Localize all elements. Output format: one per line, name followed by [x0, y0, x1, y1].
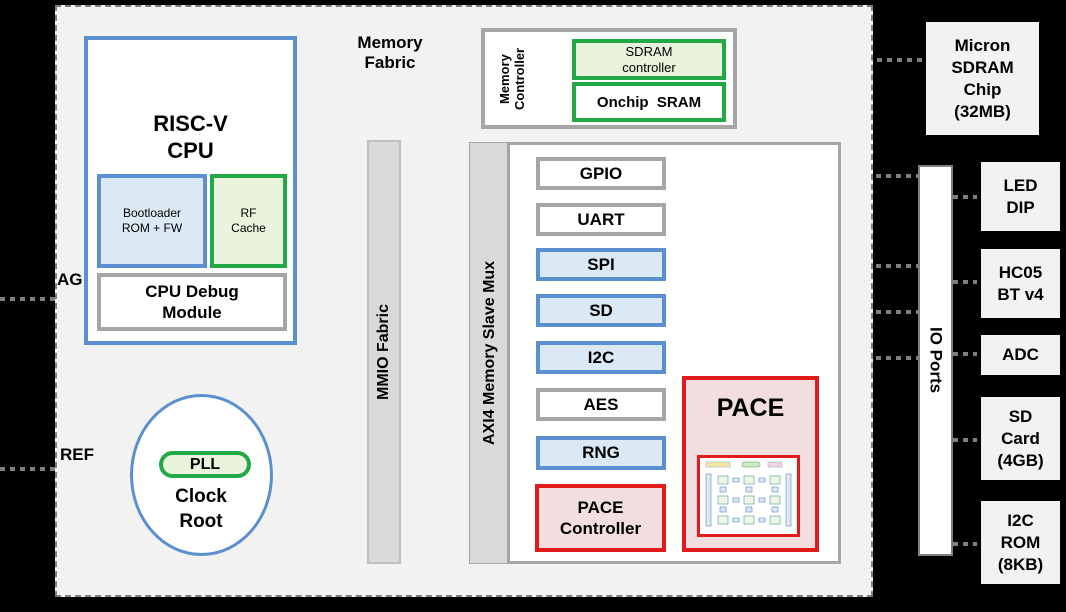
peripheral-rng: RNG — [536, 436, 666, 470]
cpu-title: RISC-V CPU — [153, 111, 228, 163]
ext-led-dip: LED DIP — [977, 158, 1064, 235]
pace-array-thumbnail — [697, 455, 800, 537]
mmio-fabric-label: MMIO Fabric — [375, 304, 392, 401]
ext-sd-card: SD Card (4GB) — [977, 393, 1064, 484]
ext-sdram-chip: Micron SDRAM Chip (32MB) — [922, 18, 1043, 139]
ext-hc05-bt: HC05 BT v4 — [977, 245, 1064, 322]
peripheral-aes: AES — [536, 388, 666, 421]
pll-block: PLL — [159, 451, 251, 478]
mmio-fabric-bar — [367, 140, 401, 564]
cpu-debug-module: CPU Debug Module — [97, 273, 287, 331]
clock-root-label: Clock Root — [175, 486, 227, 532]
axi-mux-label: AXI4 Memory Slave Mux — [481, 260, 498, 446]
pace-title: PACE — [716, 394, 785, 422]
bootloader-rom: Bootloader ROM + FW — [97, 174, 207, 268]
jtag-label: AG — [57, 270, 83, 289]
peripheral-sd: SD — [536, 294, 666, 327]
memory-fabric-label: Memory Fabric — [357, 33, 423, 72]
ext-adc: ADC — [977, 331, 1064, 379]
io-ports-label: IO Ports — [926, 327, 946, 394]
peripheral-uart: UART — [536, 203, 666, 236]
rf-cache: RF Cache — [210, 174, 287, 268]
ref-label: REF — [60, 445, 94, 464]
peripheral-i2c: I2C — [536, 341, 666, 374]
sdram-controller: SDRAM controller — [572, 39, 726, 80]
memory-controller-label: Memory Controller — [497, 47, 527, 111]
peripheral-gpio: GPIO — [536, 157, 666, 190]
io-ports-bar — [918, 165, 953, 556]
ext-i2c-rom: I2C ROM (8KB) — [977, 497, 1064, 588]
peripheral-spi: SPI — [536, 248, 666, 281]
axi-mux-bar — [470, 143, 510, 563]
pace-array-graphic — [705, 461, 792, 527]
pace-controller: PACE Controller — [535, 484, 666, 552]
onchip-sram: Onchip SRAM — [572, 82, 726, 122]
